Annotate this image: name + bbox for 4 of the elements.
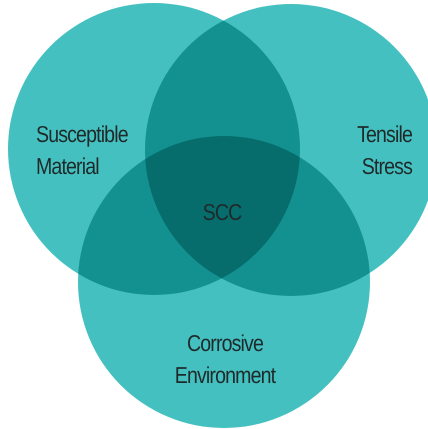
center-label: SCC [202,198,242,227]
circle-label: Corrosive Environment [174,329,277,390]
circle-label: Susceptible Material [36,120,129,181]
circle-label: Tensile Stress [356,120,412,181]
